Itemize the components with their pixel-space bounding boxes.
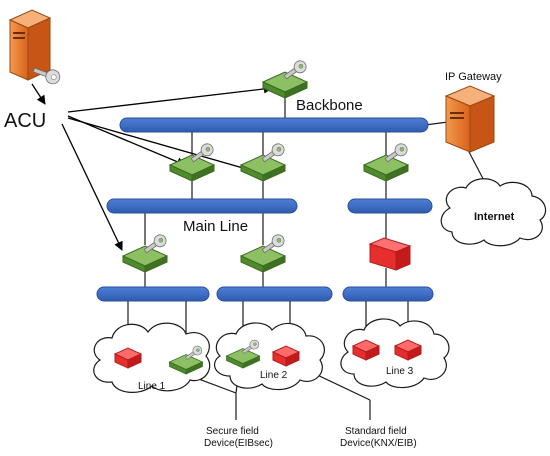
secure-device-label-2: Device(EIBsec): [204, 438, 273, 449]
ip-gateway-label: IP Gateway: [445, 71, 502, 83]
line-bus-1: [96, 286, 210, 302]
acu-server-icon: [8, 9, 61, 85]
main-line-label: Main Line: [183, 218, 248, 235]
secure-device-label-1: Secure field: [206, 426, 259, 437]
cloud-icon: [213, 322, 325, 391]
internet-cloud-icon: [440, 178, 547, 247]
acu-label: ACU: [4, 110, 46, 132]
line2-label: Line 2: [260, 370, 288, 381]
backbone-bus: [119, 117, 429, 133]
secure-coupler-icon: [363, 140, 410, 182]
secure-coupler-icon: [240, 231, 287, 273]
main-line-bus-left: [106, 198, 298, 214]
secure-coupler-icon: [262, 57, 309, 99]
standard-coupler-icon: [368, 237, 412, 271]
gateway-server-icon: [444, 85, 496, 153]
acu-arrows: [31, 83, 273, 251]
line-bus-2: [216, 286, 333, 302]
line3-label: Line 3: [386, 366, 414, 377]
secure-coupler-icon: [240, 140, 287, 182]
standard-device-label-2: Device(KNX/EIB): [340, 438, 417, 449]
line-bus-3: [342, 286, 434, 302]
secure-coupler-icon: [122, 231, 169, 273]
internet-label: Internet: [474, 211, 515, 223]
line1-label: Line 1: [138, 381, 166, 392]
backbone-label: Backbone: [296, 97, 363, 114]
standard-device-label-1: Standard field: [345, 426, 407, 437]
main-line-bus-right: [347, 198, 433, 214]
cloud-icon: [93, 322, 211, 393]
